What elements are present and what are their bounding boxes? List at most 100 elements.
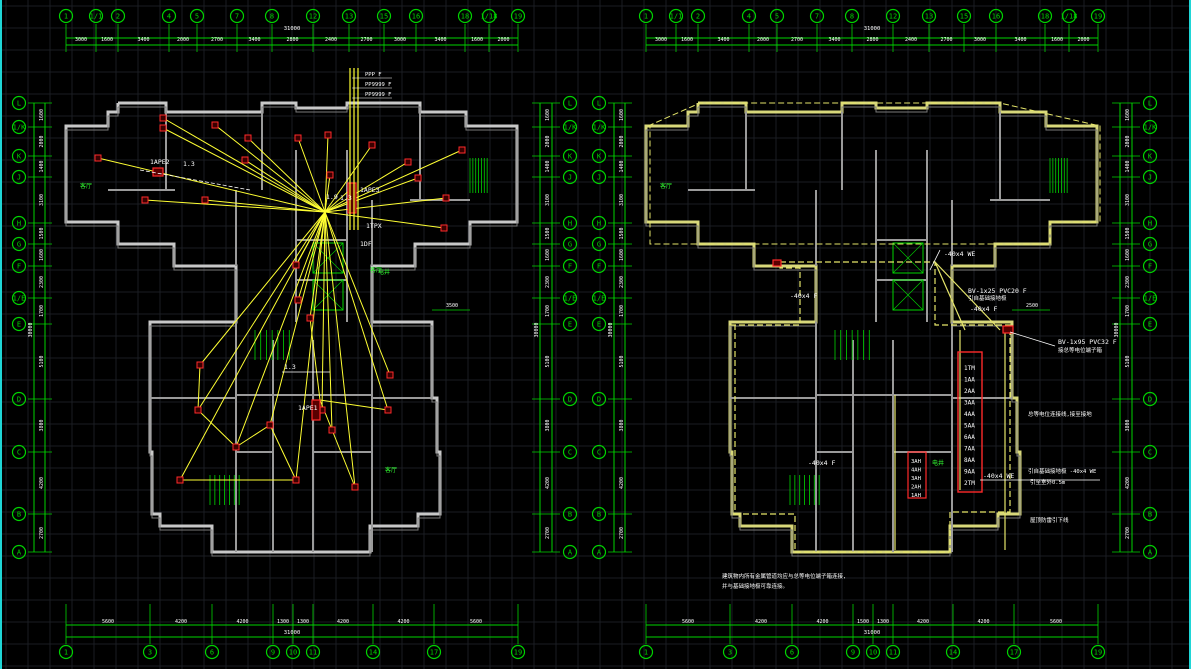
axis-bubble-right-circle [562,236,578,252]
electrical-device [159,124,167,132]
stair [254,330,290,360]
wire-run [162,117,326,213]
wire-run [214,124,326,213]
axis-bubble-bottom-circle [784,644,800,660]
axis-bubble-right-circle [562,148,578,164]
axis-bubble-left: A [597,549,602,557]
axis-bubble-top-circle [741,8,757,24]
axis-bubble-left: G [17,241,21,249]
meter-panel-slot: 7AA [964,446,975,453]
wire-run [197,364,201,411]
wire-run [235,211,326,448]
axis-bubble-top-circle [1061,8,1077,24]
axis-bubble-left: D [597,396,601,404]
axis-bubble-right-circle [562,215,578,231]
axis-bubble-right: B [568,511,572,519]
axis-bubble-left: C [17,449,21,457]
dim-text-top: 2000 [177,37,189,43]
axis-bubble-left-circle [591,444,607,460]
dim-text-bottom: 4200 [337,619,349,625]
electrical-device [232,443,240,451]
dim-text-left: 1700 [39,305,45,317]
ground-label: BV-1x95 PVC32 F [1058,338,1117,346]
axis-bubble-left: E [597,321,601,329]
circuit-label: 1APE1 [298,404,318,412]
building-outline-inner [65,106,518,557]
circuit-label: 1APE2 [150,158,170,166]
dim-text-left: 3800 [39,419,45,431]
axis-bubble-top: 15 [960,13,968,21]
wire-run [324,197,447,213]
axis-bubble-top: 2 [116,13,120,21]
dim-text-left: 2300 [619,276,625,288]
meter-panel-slot: 5AA [964,423,975,430]
electrical-device [266,421,274,429]
dim-text-right: 1600 [1125,109,1131,121]
axis-bubble-bottom: 11 [309,649,317,657]
dim-total-bottom: 31000 [864,630,881,636]
balcony-dim-text: 3500 [446,303,458,309]
stair [834,330,870,360]
axis-bubble-right: D [1148,396,1152,404]
electrical-device [211,121,219,129]
ground-label: BV-1x25 PVC20 F [968,287,1027,295]
axis-bubble-right: F [1148,263,1152,271]
electrical-device [292,476,300,484]
axis-bubble-left: G [597,241,601,249]
axis-bubble-left-circle [591,316,607,332]
dim-text-left: 1600 [619,109,625,121]
room-label: 客厅 [660,182,672,190]
dim-text-right: 2000 [545,135,551,147]
wire-run [244,159,326,213]
dim-text-left: 1600 [39,109,45,121]
axis-bubble-bottom-circle [945,644,961,660]
axis-bubble-bottom: 6 [210,649,214,657]
axis-bubble-bottom-circle [365,644,381,660]
elevator-shaft [892,242,924,274]
leader-line [929,249,941,271]
axis-bubble-top: 1 [64,13,68,21]
dim-text-right: 1400 [1125,160,1131,172]
axis-bubble-bottom: 6 [790,649,794,657]
axis-bubble-left: L [597,100,601,108]
axis-bubble-top: 13 [925,13,933,21]
axis-bubble-right: C [568,449,572,457]
dim-text-left: 1500 [619,227,625,239]
circuit-label: 1.3 [340,194,352,202]
axis-bubble-top-circle [956,8,972,24]
axis-bubble-left-circle [11,444,27,460]
axis-bubble-left-circle [11,290,27,306]
viewport-right-edge [1189,0,1191,669]
electrical-device [141,196,149,204]
axis-bubble-left-circle [591,215,607,231]
axis-bubble-right-circle [1142,169,1158,185]
axis-bubble-top-circle [844,8,860,24]
axis-bubble-bottom-circle [845,644,861,660]
dim-text-right: 1700 [545,305,551,317]
dim-text-left: 1600 [619,249,625,261]
axis-bubble-right-circle [562,544,578,560]
room-label: 客厅 [80,182,92,190]
dim-text-left: 1700 [619,305,625,317]
axis-bubble-right: G [1148,241,1152,249]
axis-bubble-left: L [17,100,21,108]
earth-test-box [772,259,782,267]
meter-panel-slot: 1AA [964,377,975,384]
axis-bubble-top-circle [189,8,205,24]
room-label: 电井 [932,459,944,467]
axis-bubble-left: J [597,174,601,182]
axis-bubble-bottom: 17 [1010,649,1018,657]
annotation-note: 屋顶防雷引下线 [1030,516,1069,524]
dim-text-top: 3400 [828,37,840,43]
dim-text-bottom: 1300 [277,619,289,625]
axis-bubble-bottom-circle [1090,644,1106,660]
dim-text-left: 3800 [619,419,625,431]
wire-run [324,161,409,213]
axis-bubble-left-circle [11,169,27,185]
annotation-note: 总等电位连接线,接至接地 [1028,410,1092,418]
axis-bubble-right: 1/E [1144,295,1157,303]
axis-bubble-top: 4 [747,13,751,21]
